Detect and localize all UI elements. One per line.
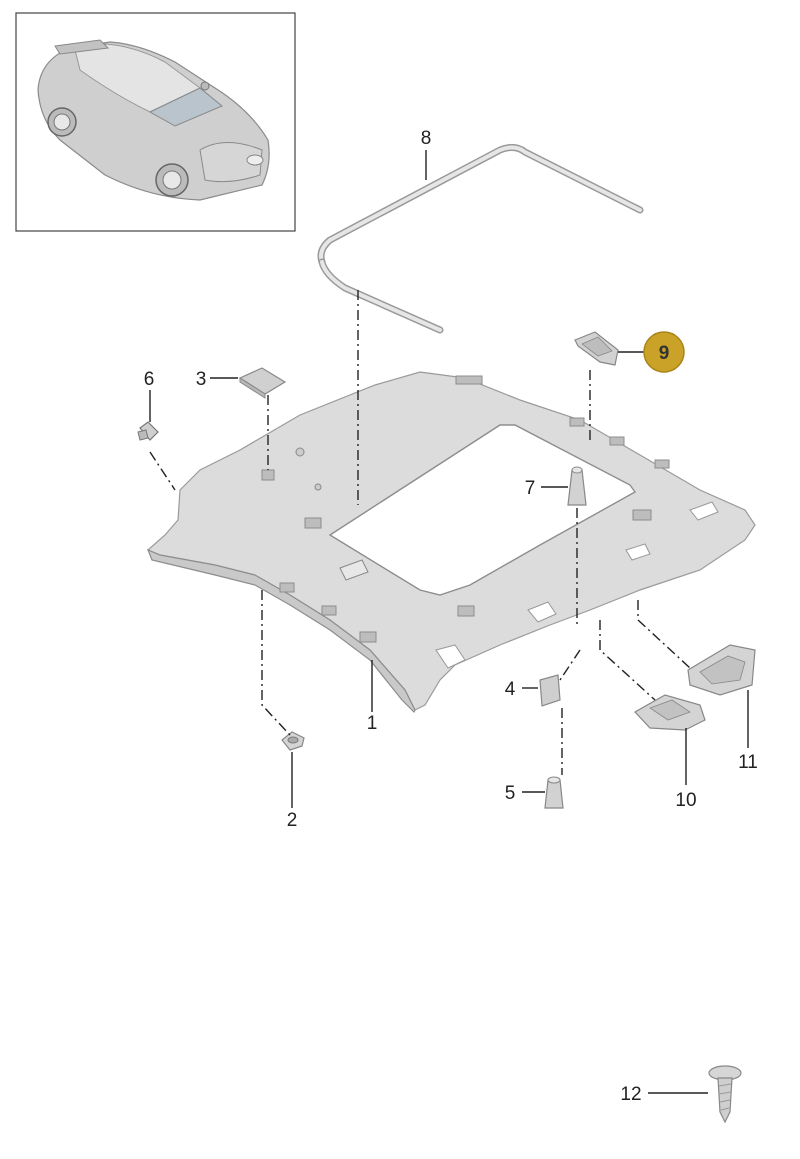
callout-labels: 8 1 2 3 4 5 6 7 9 10 11 12 — [144, 128, 758, 1105]
part-12-screw — [708, 1065, 742, 1124]
callout-1: 1 — [367, 713, 378, 734]
callout-3: 3 — [196, 369, 207, 390]
car-icon — [37, 39, 270, 201]
part-9-holder — [574, 331, 619, 366]
part-5-clip — [544, 776, 564, 809]
part-8-seal — [317, 143, 644, 334]
assembly-lines — [149, 290, 691, 775]
callout-9: 9 — [659, 343, 670, 364]
highlight-bubble — [643, 331, 685, 373]
leader-lines — [149, 150, 749, 1094]
part-1-headliner — [146, 371, 756, 714]
callout-10: 10 — [675, 790, 696, 811]
callout-8: 8 — [421, 128, 432, 149]
callout-2: 2 — [287, 810, 298, 831]
callout-7: 7 — [525, 478, 536, 499]
callout-4: 4 — [505, 679, 516, 700]
vehicle-thumbnail — [15, 12, 296, 232]
part-3-pad — [238, 367, 287, 399]
part-4-plate — [539, 674, 561, 707]
part-7-pin — [567, 466, 587, 506]
part-11-bracket — [687, 644, 756, 696]
callout-5: 5 — [505, 783, 516, 804]
part-2-nut — [281, 731, 305, 751]
callout-6: 6 — [144, 369, 155, 390]
part-6-clip — [137, 421, 159, 441]
callout-11: 11 — [738, 752, 758, 773]
callout-12: 12 — [620, 1084, 641, 1105]
part-10-bracket — [634, 694, 706, 731]
